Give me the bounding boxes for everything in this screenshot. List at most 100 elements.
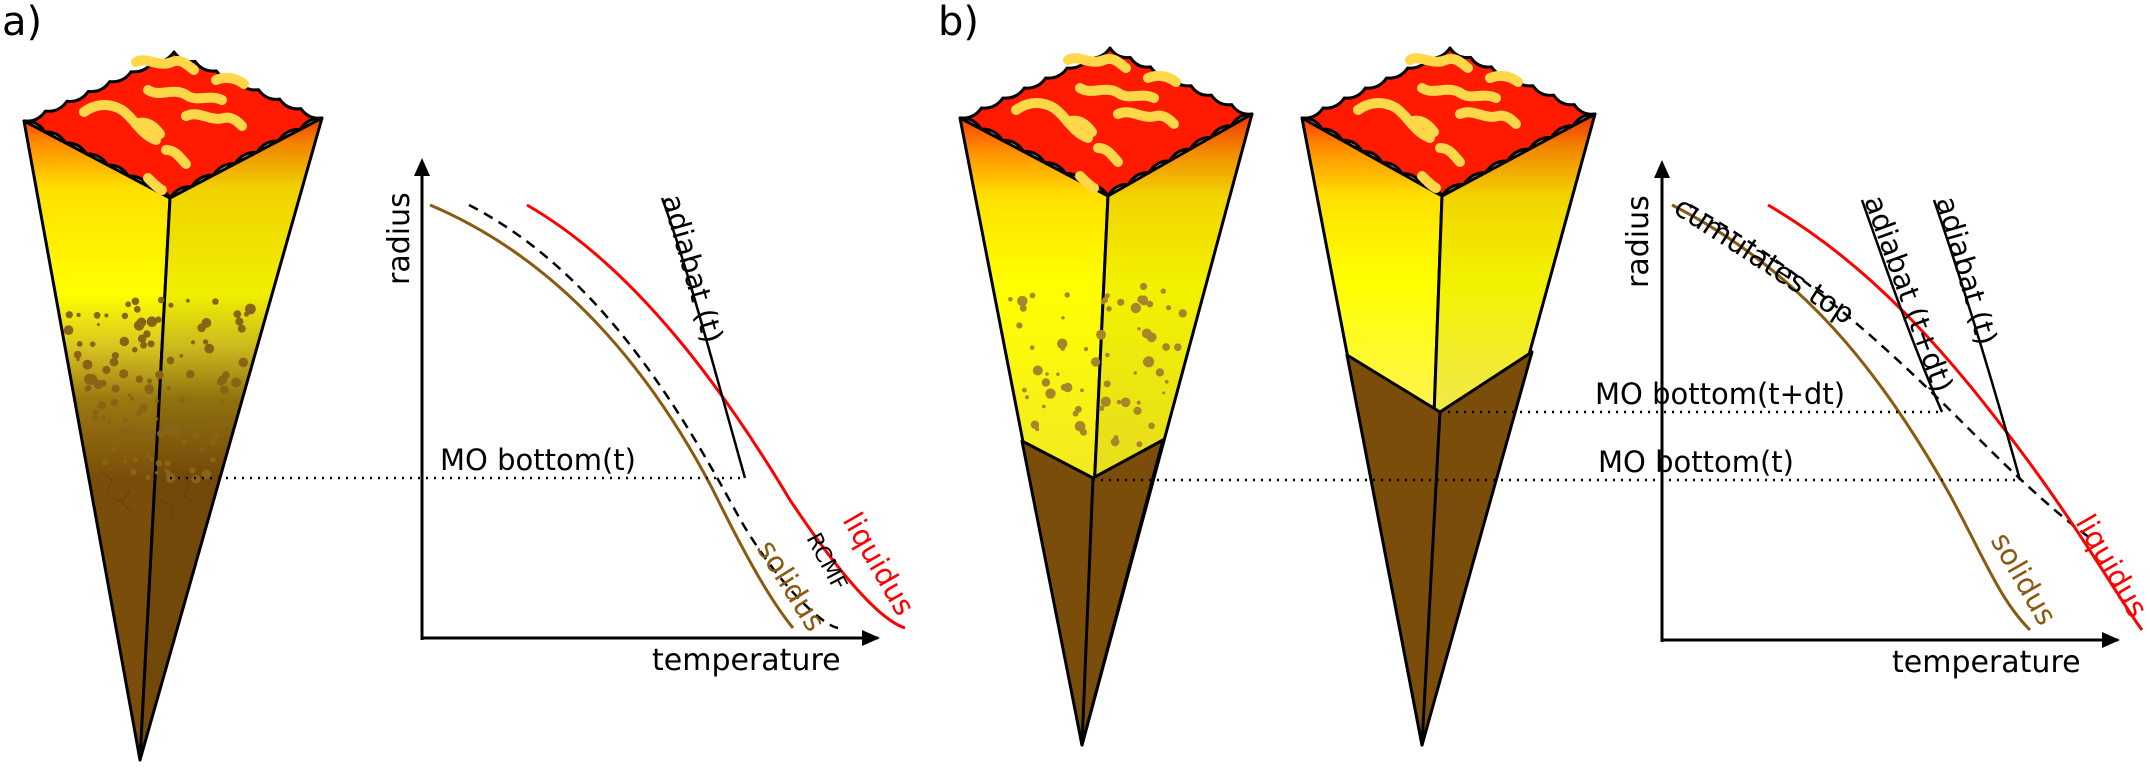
- swirl-mark: [1353, 98, 1435, 143]
- crystal-bubble: [179, 396, 186, 403]
- liquidus-label-a: liquidus: [836, 507, 922, 622]
- x-axis-label-b: temperature: [1892, 645, 2081, 680]
- crystal-bubble: [1105, 293, 1110, 299]
- crystal-bubble: [1016, 322, 1023, 329]
- crystal-bubble: [82, 359, 93, 370]
- crystal-bubble: [199, 447, 204, 452]
- y-axis-label-a: radius: [382, 192, 417, 285]
- crystal-bubble: [157, 296, 165, 304]
- crystal-bubble: [131, 297, 140, 306]
- swirl-mark: [79, 100, 161, 145]
- crystal-bubble: [1019, 304, 1027, 312]
- crystal-bubble: [1030, 420, 1040, 429]
- crystal-bubble: [172, 430, 181, 439]
- crystal-bubble: [1100, 396, 1111, 407]
- crystal-bubble: [209, 416, 215, 422]
- crystal-bubble: [155, 316, 162, 323]
- swirl-mark: [1405, 53, 1473, 73]
- crystal-bubble: [201, 469, 212, 480]
- crystal-bubble: [1146, 300, 1154, 308]
- crystal-bubble: [130, 396, 135, 401]
- crystal-bubble: [1110, 437, 1120, 447]
- crystal-bubble: [155, 370, 164, 380]
- crystal-bubble: [209, 438, 217, 446]
- crystal-bubble: [204, 343, 215, 354]
- crystal-bubble: [147, 378, 153, 384]
- crystal-bubble: [1165, 305, 1172, 311]
- crystal-bubble: [118, 427, 130, 439]
- crystal-bubble: [1074, 405, 1082, 413]
- crystal-bubble: [123, 418, 128, 424]
- crystal-bubble: [1029, 292, 1036, 299]
- crystal-bubble: [212, 298, 219, 305]
- cumulates-curve-b: [1689, 203, 2091, 540]
- swirl-mark: [1417, 83, 1501, 103]
- crystal-bubble: [219, 415, 230, 426]
- crystal-bubble: [132, 346, 138, 353]
- crystal-bubble: [91, 414, 99, 422]
- crystal-bubble: [201, 318, 212, 328]
- crystal-bubble: [1133, 406, 1142, 415]
- surface-swirls-b2: [1353, 53, 1523, 193]
- crystal-bubble: [65, 311, 73, 319]
- cumulates-b2: [1345, 350, 1534, 747]
- crystal-bubble: [190, 340, 196, 345]
- crystal-bubble: [1045, 388, 1056, 399]
- crystal-bubble: [1096, 329, 1107, 340]
- cumulates-label-b: cumulates top: [1668, 189, 1861, 331]
- crystal-bubble: [1164, 379, 1169, 384]
- cone-b2-edge: [1420, 411, 1442, 746]
- swirl-mark: [1405, 115, 1439, 137]
- crystal-bubble: [119, 369, 129, 379]
- crystal-bubble: [1174, 343, 1182, 352]
- crystal-bubble: [155, 459, 163, 467]
- mo-bottom-tdt-label: MO bottom(t+dt): [1595, 377, 1845, 411]
- cone-b1-edge: [1080, 477, 1095, 746]
- crystal-bubble: [76, 312, 81, 318]
- crystal-bubble: [149, 456, 155, 462]
- crystal-bubble: [76, 341, 83, 347]
- crystal-bubble: [166, 356, 175, 365]
- swirl-mark: [1075, 83, 1159, 103]
- crystal-bubble: [123, 459, 127, 463]
- crystal-bubble: [93, 311, 101, 319]
- cumulates-b1: [1020, 438, 1165, 747]
- crystal-bubble: [138, 408, 143, 412]
- crystal-bubble: [155, 471, 159, 475]
- crystal-bubble: [1148, 422, 1155, 430]
- crystal-bubble: [111, 384, 120, 393]
- crystal-bubble: [1137, 327, 1141, 331]
- crystal-bubble: [96, 323, 100, 327]
- rcmf-curve-a: [468, 203, 839, 630]
- crystal-bubble: [231, 377, 242, 388]
- crystal-bubble: [111, 352, 119, 360]
- crystal-bubble: [146, 316, 158, 328]
- crystal-bubble: [222, 371, 230, 379]
- mo-bottom-t-label: MO bottom(t): [1598, 445, 1794, 479]
- crystal-bubble: [1136, 400, 1141, 405]
- crystal-bubble: [209, 456, 216, 463]
- crystal-bubble: [146, 453, 150, 458]
- crystal-bubble: [167, 386, 171, 391]
- mo-bottom-label-a: MO bottom(t): [440, 443, 636, 477]
- crystal-bubble: [1136, 441, 1143, 448]
- crystal-bubble: [192, 431, 200, 439]
- crystal-bubble: [164, 424, 175, 436]
- liquidus-label-b: liquidus: [2069, 509, 2150, 624]
- crystal-bubble: [128, 393, 132, 397]
- crystal-bubble: [104, 313, 109, 318]
- adiabat-t-label-b: adiabat (t): [1929, 193, 2004, 349]
- x-axis-label-a: temperature: [652, 643, 841, 678]
- crystal-bubble: [1136, 305, 1140, 309]
- crystal-bubble: [1162, 391, 1166, 395]
- crystal-bubble: [1083, 347, 1089, 352]
- crystal-bubble: [1061, 316, 1065, 320]
- crystal-bubble: [125, 301, 132, 308]
- crystal-bubble: [164, 460, 171, 467]
- panel-a: a) temperature radius: [2, 0, 922, 762]
- crystal-bubble: [147, 340, 155, 348]
- crystal-bubble: [133, 320, 145, 331]
- crystal-bubble: [1133, 371, 1138, 375]
- plot-b: temperature radius MO bottom(t+dt) MO bo…: [1093, 160, 2150, 680]
